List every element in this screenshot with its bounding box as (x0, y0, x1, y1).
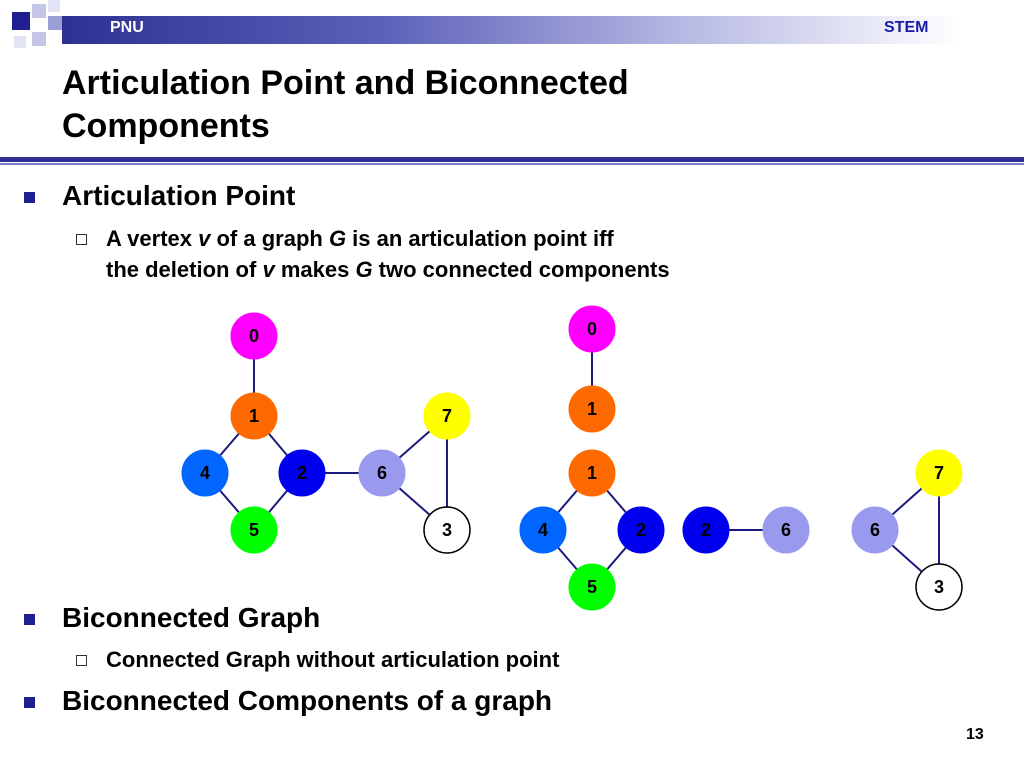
node-circle (230, 312, 278, 360)
node-3: 3 (423, 506, 471, 554)
node-label: 3 (442, 520, 452, 540)
bullet-biconnected-components: Biconnected Components of a graph (62, 685, 553, 716)
node-label: 2 (636, 520, 646, 540)
node-circle (181, 449, 229, 497)
node-circle (278, 449, 326, 497)
node-circle (423, 506, 471, 554)
node-label: 1 (587, 463, 597, 483)
node-label: 2 (297, 463, 307, 483)
node-6: 6 (358, 449, 406, 497)
node-circle (230, 392, 278, 440)
def-text: of a graph (210, 226, 329, 251)
node-7: 7 (423, 392, 471, 440)
node-label: 4 (538, 520, 548, 540)
title-line-1: Articulation Point and Biconnected (62, 64, 629, 102)
def-text: the deletion of (106, 257, 263, 282)
node-1: 1 (568, 385, 616, 433)
bullet-marker-3 (24, 697, 35, 708)
node-1: 1 (568, 449, 616, 497)
title-divider-thin (0, 163, 1024, 165)
node-6: 6 (851, 506, 899, 554)
definition-line-2: the deletion of v makes G two connected … (106, 255, 670, 285)
logo-square-3 (48, 16, 62, 30)
header-right-label: STEM (884, 19, 929, 36)
page-number: 13 (966, 726, 984, 743)
node-circle (568, 563, 616, 611)
node-label: 7 (934, 463, 944, 483)
header-left-label: PNU (110, 19, 144, 36)
node-label: 4 (200, 463, 210, 483)
title-line-2: Components (62, 107, 270, 145)
def-var-v: v (262, 257, 275, 282)
bullet-articulation-point: Articulation Point (62, 180, 296, 211)
node-label: 0 (587, 319, 597, 339)
node-2: 2 (278, 449, 326, 497)
node-circle (568, 385, 616, 433)
def-var-g: G (328, 226, 347, 251)
biconnected-graph-definition: Connected Graph without articulation poi… (106, 647, 560, 672)
node-5: 5 (230, 506, 278, 554)
node-circle (568, 449, 616, 497)
logo-square-4 (32, 32, 46, 46)
node-3: 3 (915, 563, 963, 611)
bullet-marker-2 (24, 614, 35, 625)
node-1: 1 (230, 392, 278, 440)
node-circle (915, 563, 963, 611)
logo-square-2 (32, 4, 46, 18)
node-label: 2 (701, 520, 711, 540)
node-circle (519, 506, 567, 554)
node-7: 7 (915, 449, 963, 497)
node-2: 2 (682, 506, 730, 554)
def-var-g: G (355, 257, 373, 282)
logo-square-1 (12, 12, 30, 30)
node-circle (762, 506, 810, 554)
node-label: 0 (249, 326, 259, 346)
node-5: 5 (568, 563, 616, 611)
sub-bullet-marker-2 (76, 655, 87, 666)
node-circle (230, 506, 278, 554)
title-divider (0, 157, 1024, 162)
node-label: 3 (934, 577, 944, 597)
node-circle (423, 392, 471, 440)
definition-line-1: A vertex v of a graph G is an articulati… (106, 224, 614, 254)
node-label: 5 (587, 577, 597, 597)
node-label: 7 (442, 406, 452, 426)
node-circle (358, 449, 406, 497)
graph-nodes: 0 1 4 2 6 5 7 3 0 1 1 4 2 5 2 6 7 6 3 (181, 305, 963, 611)
bullet-biconnected-graph: Biconnected Graph (62, 602, 321, 633)
slide-title: Articulation Point and Biconnected Compo… (62, 62, 942, 148)
def-text: A vertex (106, 226, 199, 251)
node-0: 0 (568, 305, 616, 353)
node-4: 4 (519, 506, 567, 554)
def-text: makes (274, 257, 356, 282)
bullet-marker-1 (24, 192, 35, 203)
logo-square-5 (14, 36, 26, 48)
node-circle (915, 449, 963, 497)
node-label: 6 (377, 463, 387, 483)
node-4: 4 (181, 449, 229, 497)
def-text: two connected components (372, 257, 670, 282)
logo-square-6 (48, 0, 60, 12)
node-label: 6 (781, 520, 791, 540)
def-var-v: v (198, 226, 211, 251)
node-circle (682, 506, 730, 554)
sub-bullet-marker-1 (76, 234, 87, 245)
node-circle (851, 506, 899, 554)
node-circle (568, 305, 616, 353)
node-circle (617, 506, 665, 554)
node-label: 6 (870, 520, 880, 540)
node-0: 0 (230, 312, 278, 360)
node-label: 1 (249, 406, 259, 426)
header-bar (62, 16, 962, 44)
node-label: 5 (249, 520, 259, 540)
node-label: 1 (587, 399, 597, 419)
def-text: is an articulation point iff (346, 226, 614, 251)
node-6: 6 (762, 506, 810, 554)
node-2: 2 (617, 506, 665, 554)
